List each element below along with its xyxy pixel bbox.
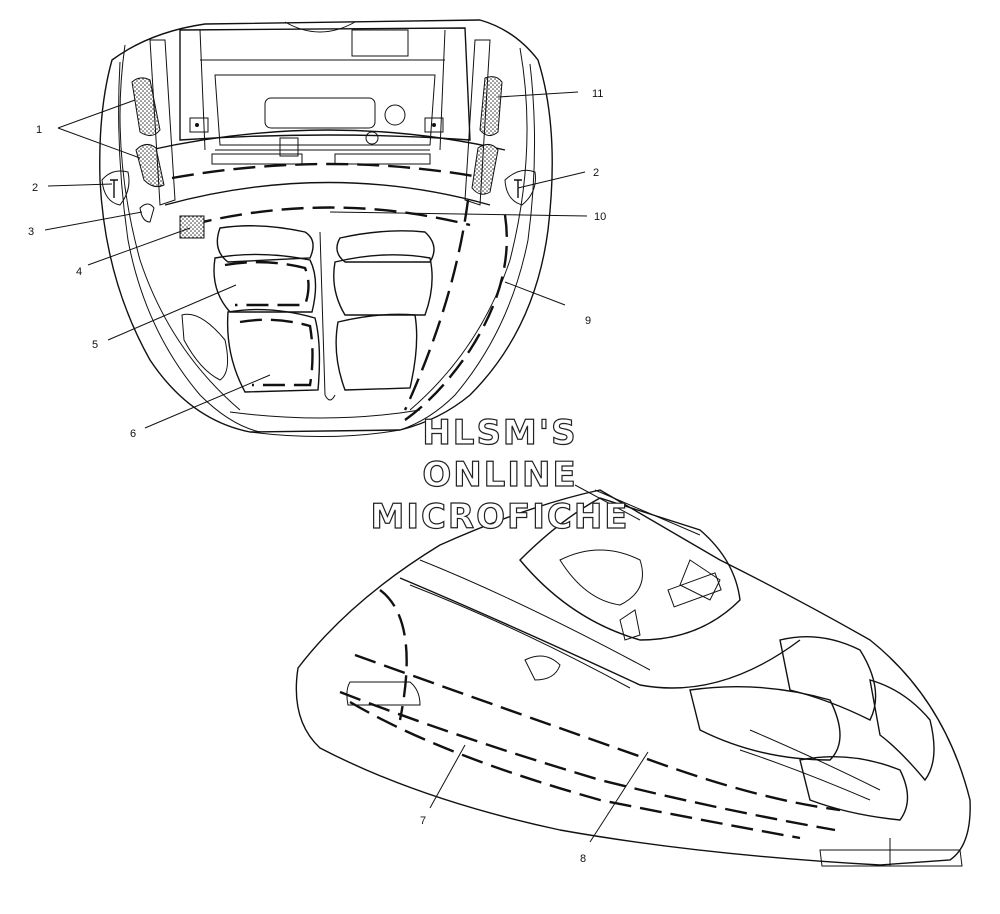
callout-3: 3: [28, 226, 34, 238]
watermark-line-1: HLSM'S: [422, 413, 577, 453]
decal-1: [131, 77, 165, 188]
watermark-line-2: ONLINE: [422, 455, 577, 495]
callout-2-left: 2: [32, 182, 38, 194]
callout-4: 4: [76, 266, 82, 278]
callout-2-right: 2: [593, 167, 599, 179]
callout-5: 5: [92, 339, 98, 351]
hood-side-view: [295, 484, 971, 867]
hood-front-view: [99, 19, 553, 438]
watermark-line-3: MICROFICHE: [370, 497, 629, 537]
callout-11: 11: [592, 88, 603, 100]
leader-lines: [44, 91, 649, 843]
callout-1: 1: [36, 124, 42, 136]
callout-7: 7: [420, 815, 426, 827]
watermark: HLSM'S ONLINE MICROFICHE: [370, 412, 629, 537]
callout-6: 6: [130, 428, 136, 440]
callout-10: 10: [594, 211, 606, 223]
callout-labels: 1 2 3 4 5 6 7 8 9 10 11 2: [28, 88, 606, 865]
intake-vents: [213, 225, 435, 401]
callout-8: 8: [580, 853, 586, 865]
callout-9: 9: [585, 315, 591, 327]
